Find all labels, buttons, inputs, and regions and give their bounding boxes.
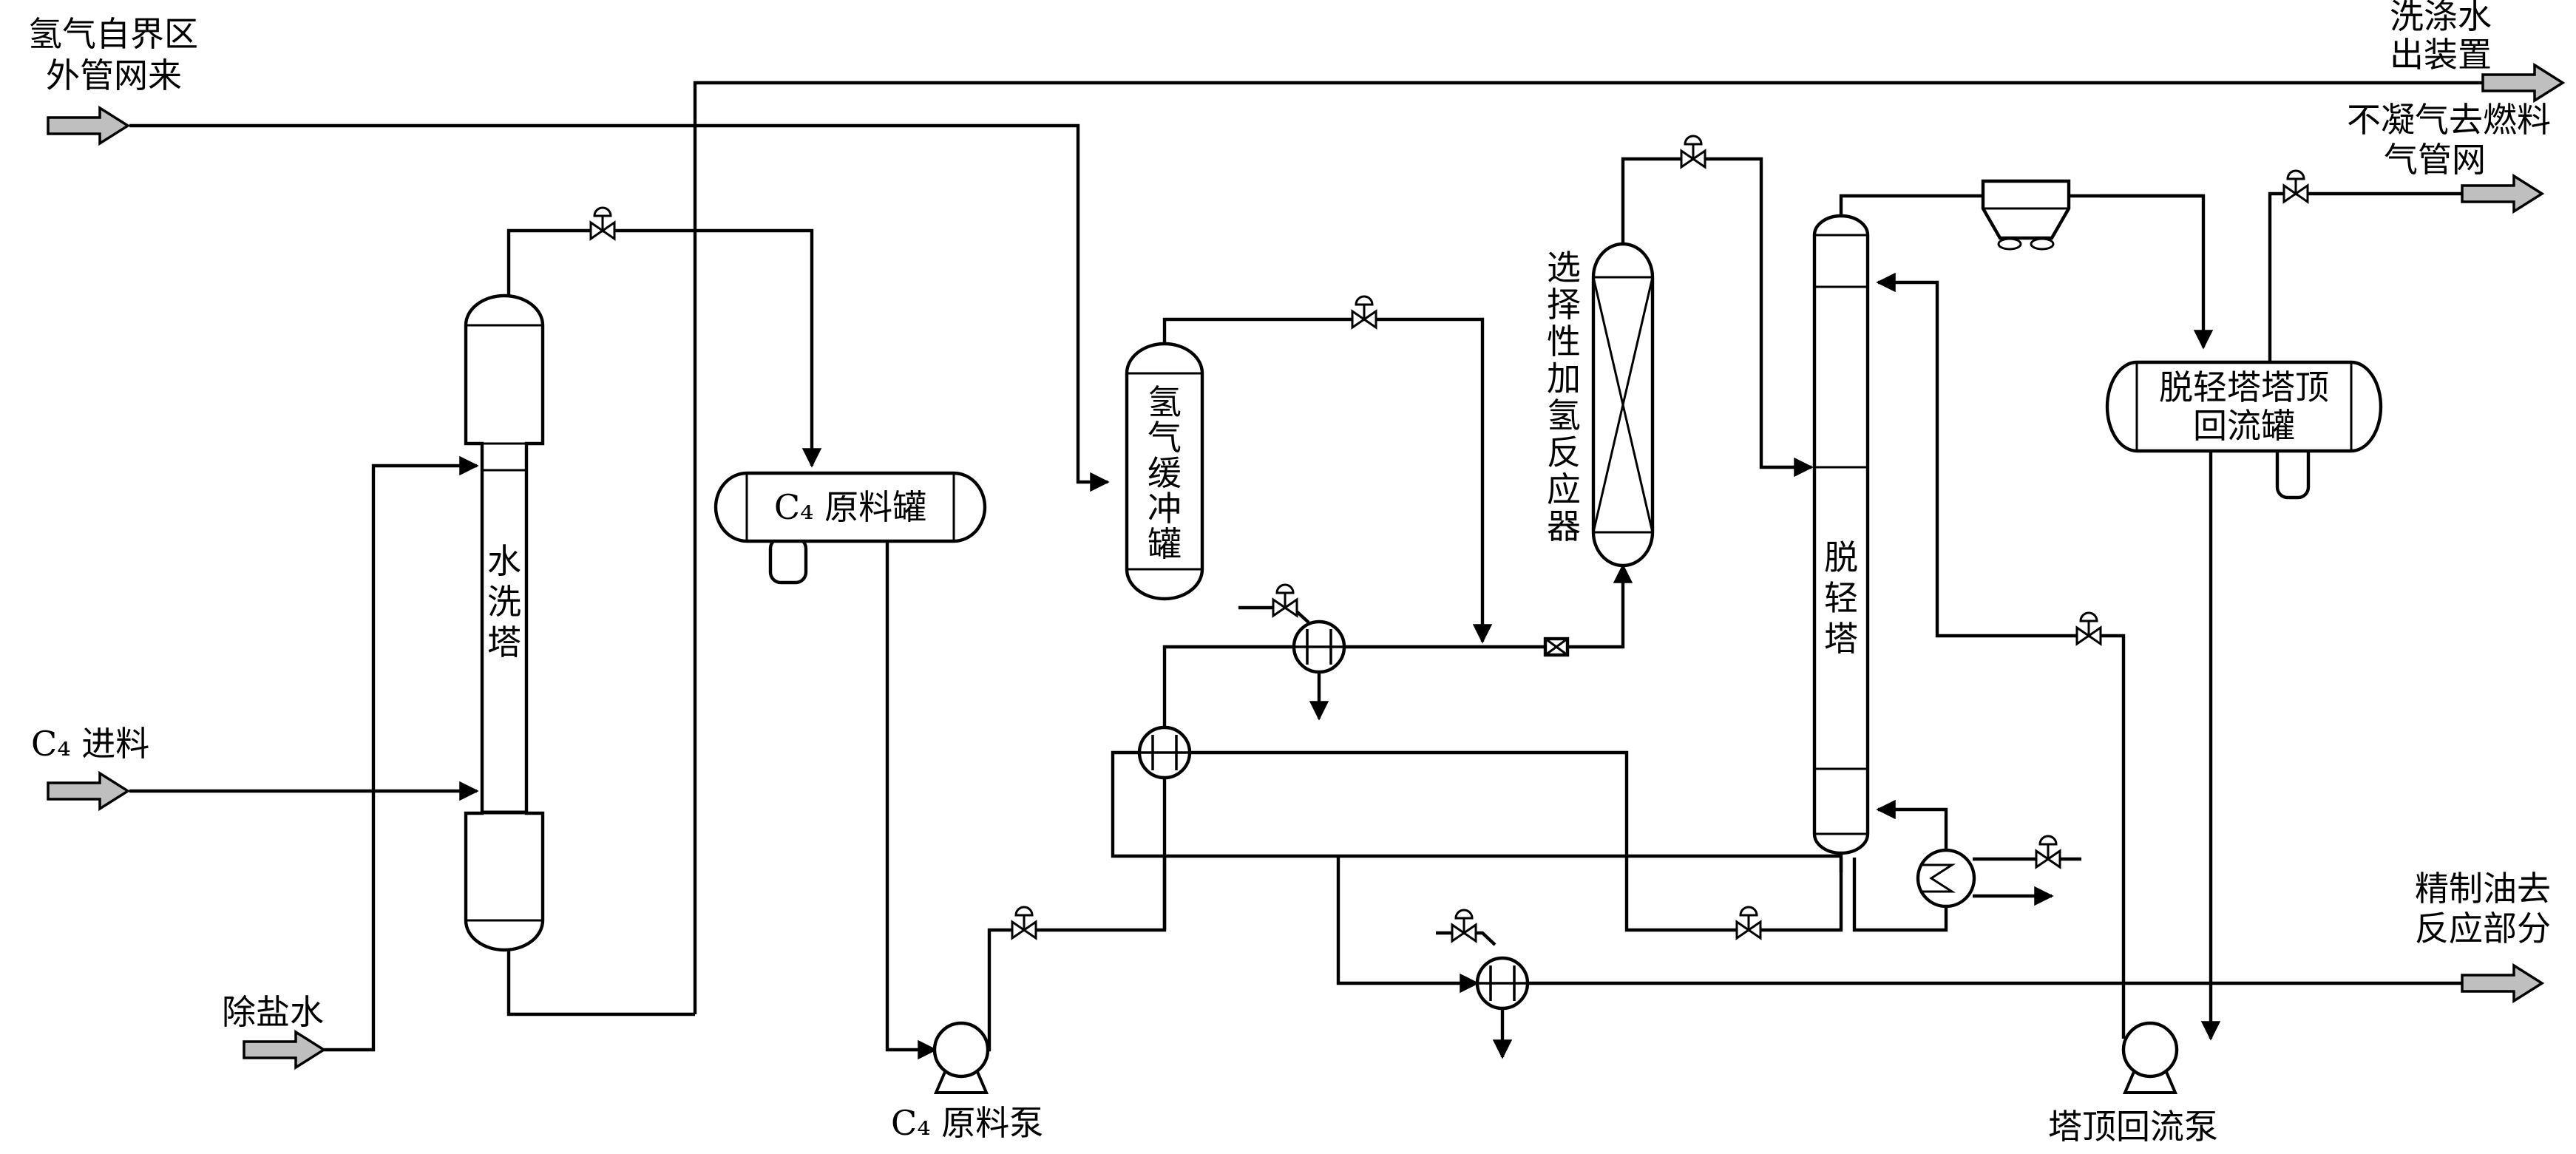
tower-label: 塔 xyxy=(1824,619,1858,659)
desalted-water-arrow-icon xyxy=(243,1031,325,1069)
feed-arrows xyxy=(47,64,2564,1069)
reflux-pump-label: 塔顶回流泵 xyxy=(2048,1107,2218,1147)
control-valve-icon xyxy=(1011,906,1037,940)
reflux-pump-icon xyxy=(2123,1023,2177,1093)
reactor-label: 器 xyxy=(1547,506,1581,546)
reactor-label: 加 xyxy=(1547,359,1581,398)
control-valve-icon xyxy=(2282,169,2309,203)
reactor-label: 应 xyxy=(1547,469,1581,509)
reactor-label: 性 xyxy=(1547,322,1581,362)
tower-label: 洗 xyxy=(487,582,521,622)
light-removal-tower: 脱 轻 塔 xyxy=(1812,214,1870,855)
tank-label: 缓 xyxy=(1148,453,1182,493)
control-valve-icon xyxy=(1351,295,1377,329)
stream-labels: 氢气自界区 外管网来 洗涤水 出装置 不凝气去燃料 气管网 C₄ 进料 除盐水 … xyxy=(28,0,2551,1147)
c4-feed-label: C₄ 进料 xyxy=(31,724,149,764)
noncondensable-label: 不凝气去燃料 xyxy=(2347,100,2551,140)
reactor-label: 氢 xyxy=(1547,396,1581,435)
control-valve-icon xyxy=(589,206,616,240)
tank-label: 罐 xyxy=(1148,524,1182,564)
h2-feed-label: 氢气自界区 xyxy=(28,14,198,54)
reactor-label: 反 xyxy=(1547,432,1581,472)
desalted-water-label: 除盐水 xyxy=(222,992,324,1032)
noncondensable-arrow-icon xyxy=(2461,174,2543,213)
reactor-label: 择 xyxy=(1547,285,1581,325)
heat-exchanger-icon xyxy=(1477,958,1528,1008)
control-valve-icon xyxy=(1735,906,1762,940)
refined-oil-label: 反应部分 xyxy=(2415,909,2551,948)
heat-exchanger-icon xyxy=(1294,622,1344,672)
h2-feed-label: 外管网来 xyxy=(46,55,182,95)
h2-buffer-tank: 氢 气 缓 冲 罐 xyxy=(1125,342,1204,601)
selective-hydrogenation-reactor: 选 择 性 加 氢 反 应 器 xyxy=(1547,242,1655,568)
tank-label: 冲 xyxy=(1148,489,1182,529)
wash-water-label: 洗涤水 xyxy=(2390,0,2492,36)
drum-label: 回流罐 xyxy=(2193,406,2295,446)
control-valve-icon xyxy=(1272,583,1298,617)
c4-pump-label: C₄ 原料泵 xyxy=(891,1103,1043,1143)
air-cooler-icon xyxy=(1981,179,2071,251)
control-valve-icon xyxy=(2075,611,2102,645)
refined-oil-label: 精制油去 xyxy=(2415,869,2551,909)
c4-feed-arrow-icon xyxy=(47,772,129,810)
c4-feed-pump-icon xyxy=(935,1023,988,1093)
tower-label: 水 xyxy=(487,541,521,581)
water-wash-tower: 水 洗 塔 xyxy=(464,293,545,952)
wash-water-label: 出装置 xyxy=(2390,35,2492,75)
heat-exchanger-icon xyxy=(1139,727,1190,778)
wash-water-out-arrow-icon xyxy=(2481,64,2564,102)
c4-feed-tank: C₄ 原料罐 xyxy=(714,471,987,585)
control-valve-icon xyxy=(1451,909,1477,943)
h2-feed-arrow-icon xyxy=(47,106,129,145)
control-valve-icon xyxy=(1680,135,1706,169)
tank-label: 氢 xyxy=(1148,382,1182,422)
tower-label: 轻 xyxy=(1824,578,1858,618)
tank-label: 气 xyxy=(1148,418,1182,458)
drum-label: 脱轻塔塔顶 xyxy=(2159,367,2329,407)
tank-label: C₄ 原料罐 xyxy=(774,487,926,527)
wash-water-line xyxy=(693,81,2483,1014)
noncondensable-label: 气管网 xyxy=(2384,140,2486,180)
reactor-label: 选 xyxy=(1547,248,1581,288)
reflux-drum: 脱轻塔塔顶 回流罐 xyxy=(2105,360,2383,500)
static-mixer-icon xyxy=(1543,637,1570,657)
tower-label: 脱 xyxy=(1824,537,1858,577)
tower-label: 塔 xyxy=(487,622,521,662)
refined-oil-arrow-icon xyxy=(2461,964,2543,1002)
control-valve-icon xyxy=(2035,835,2061,869)
reboiler-icon xyxy=(1916,848,1976,909)
